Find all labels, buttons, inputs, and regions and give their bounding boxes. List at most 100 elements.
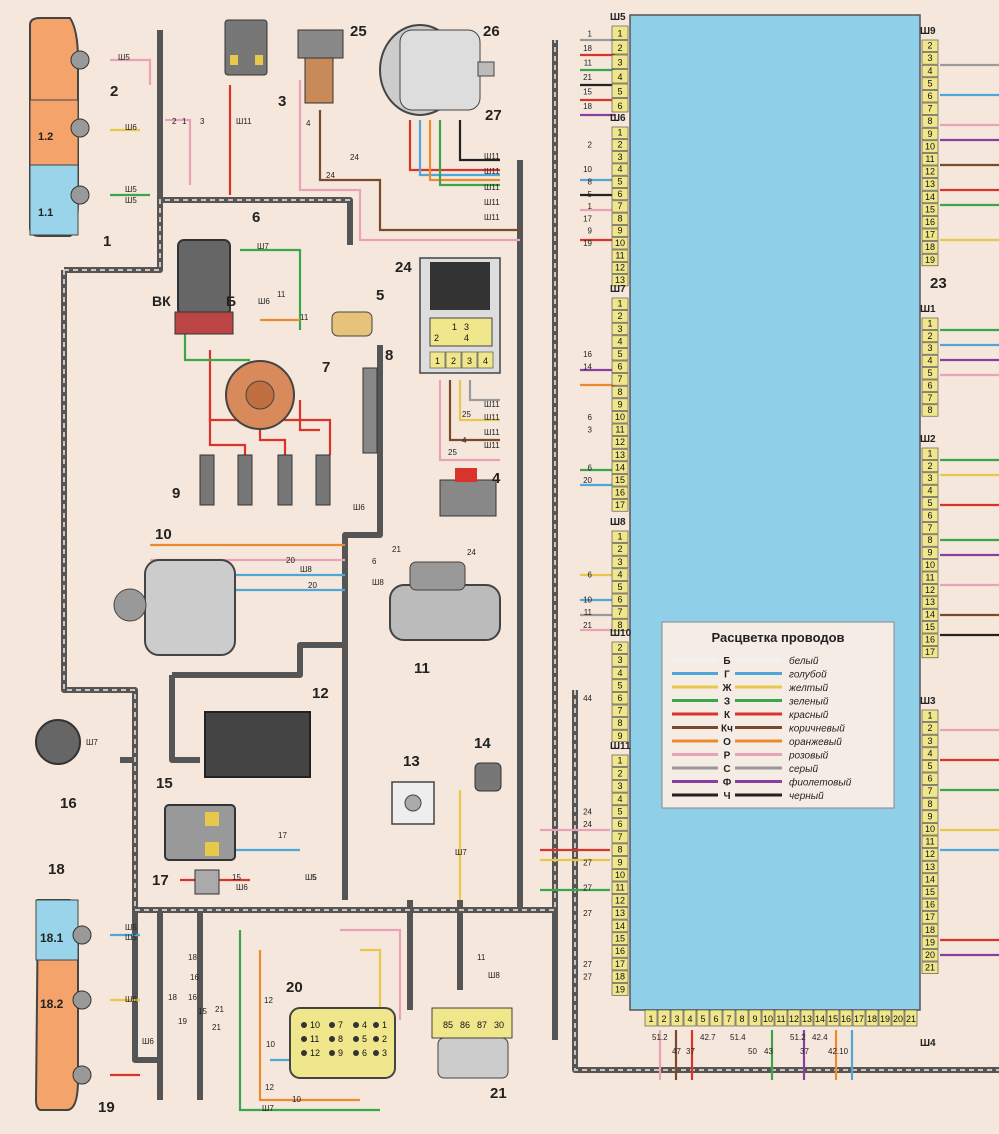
connector-pin-number: 5	[927, 761, 932, 771]
connector-pin	[611, 423, 629, 436]
warning-lamp-13	[391, 781, 435, 825]
connector-pin	[921, 860, 939, 874]
connector-pin	[611, 200, 629, 213]
connector-pin	[611, 805, 629, 818]
wire-number: 12	[265, 1083, 274, 1092]
legend-code: Р	[724, 751, 731, 762]
connector-pin-number: 9	[617, 399, 622, 409]
component-numbers: 1 2 3 4 5 6 7 8 9 10 11 12 13 14 15 16 1…	[48, 23, 947, 1116]
connector-pin	[611, 856, 629, 869]
connector-pin-number: 1	[617, 756, 622, 766]
connector-pin-number: 3	[927, 343, 932, 353]
connector-pin	[611, 398, 629, 411]
connector-pin-number: 2	[661, 1014, 666, 1024]
wire-number: 51.4	[730, 1033, 746, 1042]
connector-pin	[611, 348, 629, 361]
legend-code: С	[723, 764, 730, 775]
wire-number: 21	[392, 545, 401, 554]
connector-pin	[921, 546, 939, 559]
connector-pin	[670, 1009, 684, 1027]
relay-contact-number: 4	[464, 333, 469, 343]
connector-label: Ш3	[920, 696, 936, 707]
relay-contact-number: 1	[452, 322, 457, 332]
connector-pin-number: 7	[927, 523, 932, 533]
connector-pin-number: 6	[713, 1014, 718, 1024]
connector-pin-number: 4	[687, 1014, 692, 1024]
connector-pin	[611, 237, 629, 250]
component-number: 20	[286, 979, 303, 996]
component-number: 12	[312, 685, 329, 702]
harness-code: Ш6	[236, 883, 248, 892]
front-lamp-1	[29, 17, 90, 237]
connector-pin	[735, 1009, 749, 1027]
wire-number: 43	[764, 1047, 773, 1056]
connector-pin	[921, 165, 939, 178]
connector-pin-number: 11	[925, 837, 934, 847]
connector-pin-number: 3	[927, 736, 932, 746]
lamp-section-label: 1.2	[38, 131, 53, 143]
wire-number: 11	[477, 953, 486, 962]
component-number: 19	[98, 1099, 115, 1116]
wire-number: 16	[190, 973, 199, 982]
connector-pin-number: 7	[617, 607, 622, 617]
component-number: 9	[172, 485, 180, 502]
connector-pin-number: 3	[617, 557, 622, 567]
connector-pin-number: 3	[927, 473, 932, 483]
wire-number: 42.10	[828, 1047, 849, 1056]
connector-pin	[611, 717, 629, 730]
connector-label: Ш11	[610, 741, 631, 752]
relay-pin	[445, 351, 462, 369]
connector-pin-number: 10	[925, 824, 935, 834]
connector-label: Ш7	[610, 284, 626, 295]
connector-pin	[696, 1009, 710, 1027]
wire-number: 18	[583, 102, 592, 111]
connector-pin-number: 16	[925, 217, 935, 227]
connector-pin-number: 13	[802, 1014, 812, 1024]
connector-pin-number: 6	[927, 510, 932, 520]
connector-pin-number: 9	[617, 731, 622, 741]
connector-pin-number: 15	[615, 475, 625, 485]
block-pin-number: 6	[362, 1048, 367, 1058]
wire-number: 44	[583, 694, 592, 703]
connector-pin-number: 19	[925, 937, 935, 947]
wire-number: 3	[200, 117, 205, 126]
connector-pin	[611, 767, 629, 780]
block-pin-number: 5	[362, 1034, 367, 1044]
connector-pin	[611, 175, 629, 188]
connector-pin-number: 11	[925, 572, 934, 582]
component-number: 24	[395, 259, 412, 276]
connector-pin-number: 6	[617, 101, 622, 111]
spark-plugs-9	[199, 454, 331, 506]
connector-pin-number: 4	[927, 486, 932, 496]
wire-number: 21	[215, 1005, 224, 1014]
connector-pin	[921, 608, 939, 621]
relay-pin-number: 85	[443, 1020, 453, 1030]
connector-pin-number: 2	[927, 723, 932, 733]
harness-code: Ш5	[305, 873, 317, 882]
connector-pin	[921, 497, 939, 510]
connector-pin-number: 8	[617, 387, 622, 397]
connector-pin-number: 5	[927, 498, 932, 508]
legend-code: Г	[724, 670, 730, 681]
connector-sh11: Ш111234524624789271011271213271415161727…	[583, 741, 631, 996]
connector-pin-number: 1	[927, 448, 932, 458]
connector-pin-number: 10	[763, 1014, 773, 1024]
wire-number: 17	[583, 214, 592, 223]
connector-pin	[611, 139, 629, 151]
connector-pin-number: 4	[927, 356, 932, 366]
connector-pin	[921, 253, 939, 267]
wire-number: 20	[286, 556, 295, 565]
connector-pin	[611, 249, 629, 262]
connector-pin	[921, 115, 939, 128]
connector-pin-number: 2	[617, 43, 622, 53]
connector-pin	[683, 1009, 697, 1027]
connector-pin-number: 10	[615, 412, 625, 422]
rear-lamp-18	[34, 899, 92, 1111]
legend-name: красный	[789, 710, 829, 721]
wire-number: 17	[278, 831, 287, 840]
